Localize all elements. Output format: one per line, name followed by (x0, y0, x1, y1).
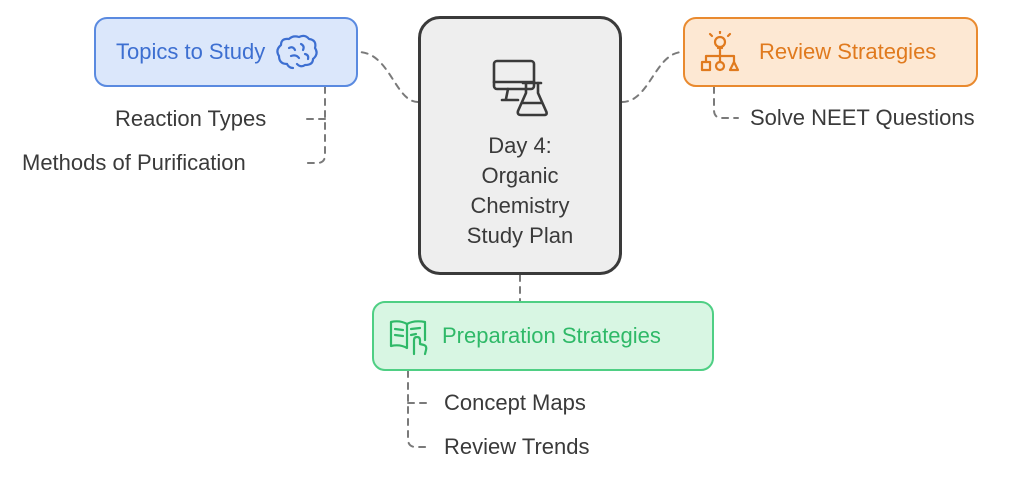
leaf-methods-of-purification[interactable]: Methods of Purification (22, 150, 246, 175)
preparation-strategies-node[interactable]: Preparation Strategies (372, 301, 714, 371)
preparation-strategies-label: Preparation Strategies (442, 323, 661, 348)
center-title-line: Day 4: (488, 133, 552, 158)
topics-to-study-label: Topics to Study (116, 39, 266, 64)
center-title-line: Organic (481, 163, 559, 188)
connector-prep-leaves (407, 370, 431, 448)
connector-topics-leaves (302, 86, 326, 164)
leaf-reaction-types[interactable]: Reaction Types (115, 106, 267, 131)
center-node[interactable]: Day 4: Organic Chemistry Study Plan (418, 16, 622, 275)
lightbulb-hierarchy-icon (699, 31, 741, 73)
review-strategies-label: Review Strategies (759, 39, 937, 64)
connector-center-review (621, 51, 684, 103)
connector-center-topics (357, 51, 419, 103)
center-title-line: Chemistry (470, 193, 570, 218)
center-title: Day 4: Organic Chemistry Study Plan (440, 131, 600, 251)
center-title-line: Study Plan (466, 223, 574, 248)
book-hand-icon (388, 316, 428, 356)
connector-review-neet (713, 86, 739, 119)
brain-icon (275, 34, 319, 70)
leaf-concept-maps[interactable]: Concept Maps (444, 390, 586, 415)
computer-flask-icon (488, 55, 552, 119)
leaf-review-trends[interactable]: Review Trends (444, 434, 590, 459)
leaf-solve-neet-questions[interactable]: Solve NEET Questions (750, 105, 975, 130)
topics-to-study-node[interactable]: Topics to Study (94, 17, 358, 87)
review-strategies-node[interactable]: Review Strategies (683, 17, 978, 87)
